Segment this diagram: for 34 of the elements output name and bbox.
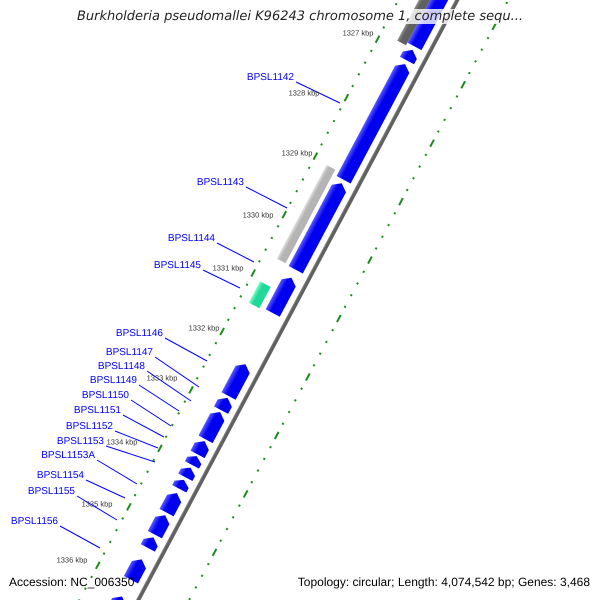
leader-line bbox=[202, 270, 240, 288]
gene-label: BPSL1149 bbox=[90, 375, 137, 386]
leader-line bbox=[96, 460, 138, 484]
topology-text: Topology: circular; Length: 4,074,542 bp; Genes: 3,468 bbox=[298, 575, 590, 589]
leader-line bbox=[114, 430, 158, 448]
leader-line bbox=[86, 480, 126, 498]
gene-label: BPSL1153 bbox=[56, 436, 104, 447]
leader-line bbox=[216, 242, 254, 262]
gene-label: BPSL1148 bbox=[98, 361, 145, 372]
leader-line bbox=[246, 186, 288, 208]
gene-label: BPSL1153A bbox=[41, 450, 95, 461]
gene-label: BPSL1152 bbox=[66, 421, 113, 432]
leader-line bbox=[130, 400, 172, 426]
gene-label: BPSL1154 bbox=[36, 470, 84, 481]
leader-line bbox=[138, 384, 180, 412]
leader-line bbox=[106, 446, 156, 462]
gene-label: BPSL1143 bbox=[196, 177, 244, 188]
accession-text: Accession: NC_006350 bbox=[9, 575, 134, 589]
gene-label: BPSL1156 bbox=[10, 516, 58, 527]
gene-label: BPSL1145 bbox=[154, 260, 201, 271]
leader-line bbox=[164, 338, 208, 362]
gene-label: BPSL1147 bbox=[106, 347, 153, 358]
leader-line bbox=[76, 496, 118, 520]
leader-line bbox=[146, 370, 192, 402]
leader-line bbox=[154, 356, 200, 388]
gene-label: BPSL1150 bbox=[82, 390, 129, 401]
leader-line bbox=[296, 82, 340, 104]
gene-label: BPSL1144 bbox=[168, 233, 215, 244]
gene-label: BPSL1151 bbox=[74, 405, 121, 416]
gene-label: BPSL1155 bbox=[28, 486, 75, 497]
gene-label: BPSL1146 bbox=[116, 328, 163, 339]
leader-line bbox=[122, 414, 164, 438]
gene-label: BPSL1142 bbox=[246, 72, 294, 83]
leader-line bbox=[60, 526, 100, 548]
